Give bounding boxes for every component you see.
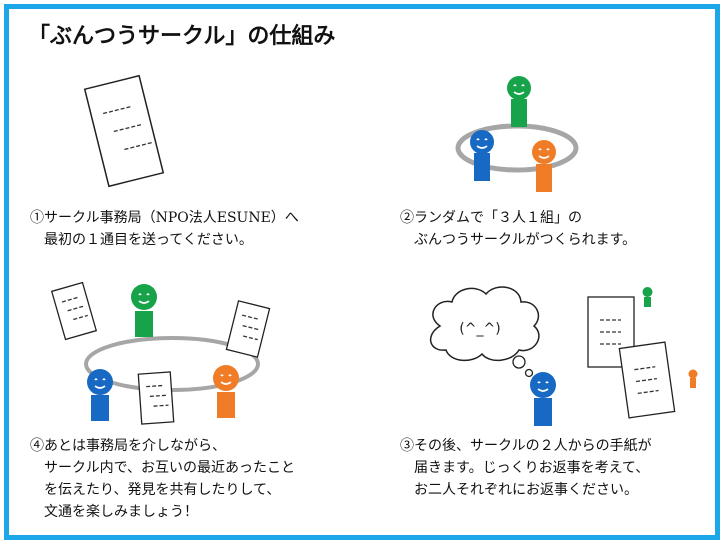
thought-face-text: (^_^) (459, 321, 500, 337)
thought-cloud (429, 286, 540, 378)
caption-line: ③その後、サークルの２人からの手紙が (400, 438, 652, 454)
letter-icon (618, 341, 676, 419)
caption-line: 文通を楽しみましょう！ (44, 504, 198, 520)
person-orange-icon (213, 365, 239, 418)
person-orange-small-icon (688, 369, 698, 388)
diagram-title: 「ぶんつうサークル」の仕組み (28, 24, 336, 49)
step-2-caption: ②ランダムで「３人１組」の ぶんつうサークルがつくられます。 (400, 207, 636, 251)
caption-line: ④あとは事務局を介しながら、 (30, 438, 226, 454)
step-1-caption: ①サークル事務局（NPO法人ESUNE）へ 最初の１通目を送ってください。 (30, 207, 299, 251)
person-green-icon (131, 284, 157, 337)
caption-line: 届きます。じっくりお返事を考えて、 (414, 460, 650, 476)
letter-icon (50, 281, 98, 341)
person-blue-icon (87, 369, 113, 421)
caption-line: ①サークル事務局（NPO法人ESUNE）へ (30, 210, 299, 226)
person-orange-icon (532, 140, 556, 192)
person-blue-icon (530, 372, 556, 426)
caption-line: ②ランダムで「３人１組」の (400, 210, 582, 226)
letter-icon (137, 371, 175, 425)
circle-group-illustration (455, 76, 579, 192)
person-green-icon (507, 76, 531, 127)
step-3-caption: ③その後、サークルの２人からの手紙が 届きます。じっくりお返事を考えて、 お二人… (400, 435, 652, 501)
person-blue-icon (470, 130, 494, 181)
caption-line: お二人それぞれにお返事ください。 (414, 482, 638, 498)
step-4-caption: ④あとは事務局を介しながら、 サークル内で、お互いの最近あったこと を伝えたり、… (30, 435, 295, 523)
caption-line: サークル内で、お互いの最近あったこと (44, 460, 296, 476)
reply-thinking-illustration: (^_^) (429, 286, 698, 426)
caption-line: を伝えたり、発見を共有したりして、 (44, 482, 281, 498)
caption-line: ぶんつうサークルがつくられます。 (414, 232, 637, 248)
letter-exchange-illustration (50, 281, 271, 425)
letter-icon (83, 74, 165, 188)
person-green-small-icon (642, 287, 653, 307)
caption-line: 最初の１通目を送ってください。 (44, 232, 253, 248)
letter-icon (225, 300, 271, 358)
